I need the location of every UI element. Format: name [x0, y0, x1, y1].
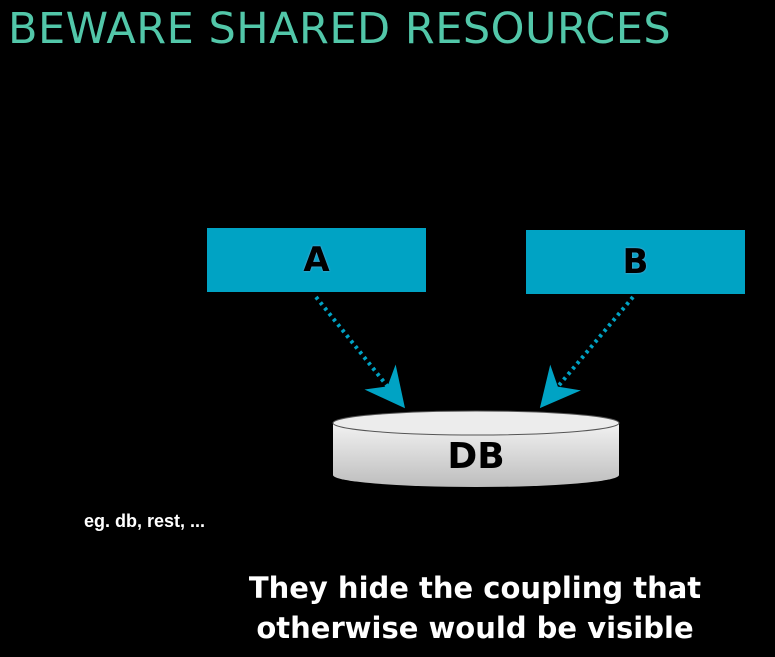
caption-line-2: otherwise would be visible	[256, 611, 694, 645]
service-box-a: A	[207, 228, 426, 292]
slide-title: BEWARE SHARED RESOURCES	[8, 4, 672, 54]
service-box-b: B	[526, 230, 745, 294]
arrow-b-to-db	[539, 295, 635, 409]
arrow-a-to-db	[314, 295, 405, 409]
examples-note: eg. db, rest, ...	[84, 511, 206, 531]
caption-line-1: They hide the coupling that	[248, 571, 702, 605]
box-a-label: A	[303, 240, 330, 280]
caption: They hide the coupling that otherwise wo…	[200, 568, 750, 648]
box-b-label: B	[622, 242, 649, 282]
db-label: DB	[447, 436, 505, 477]
db-cylinder	[332, 410, 620, 487]
